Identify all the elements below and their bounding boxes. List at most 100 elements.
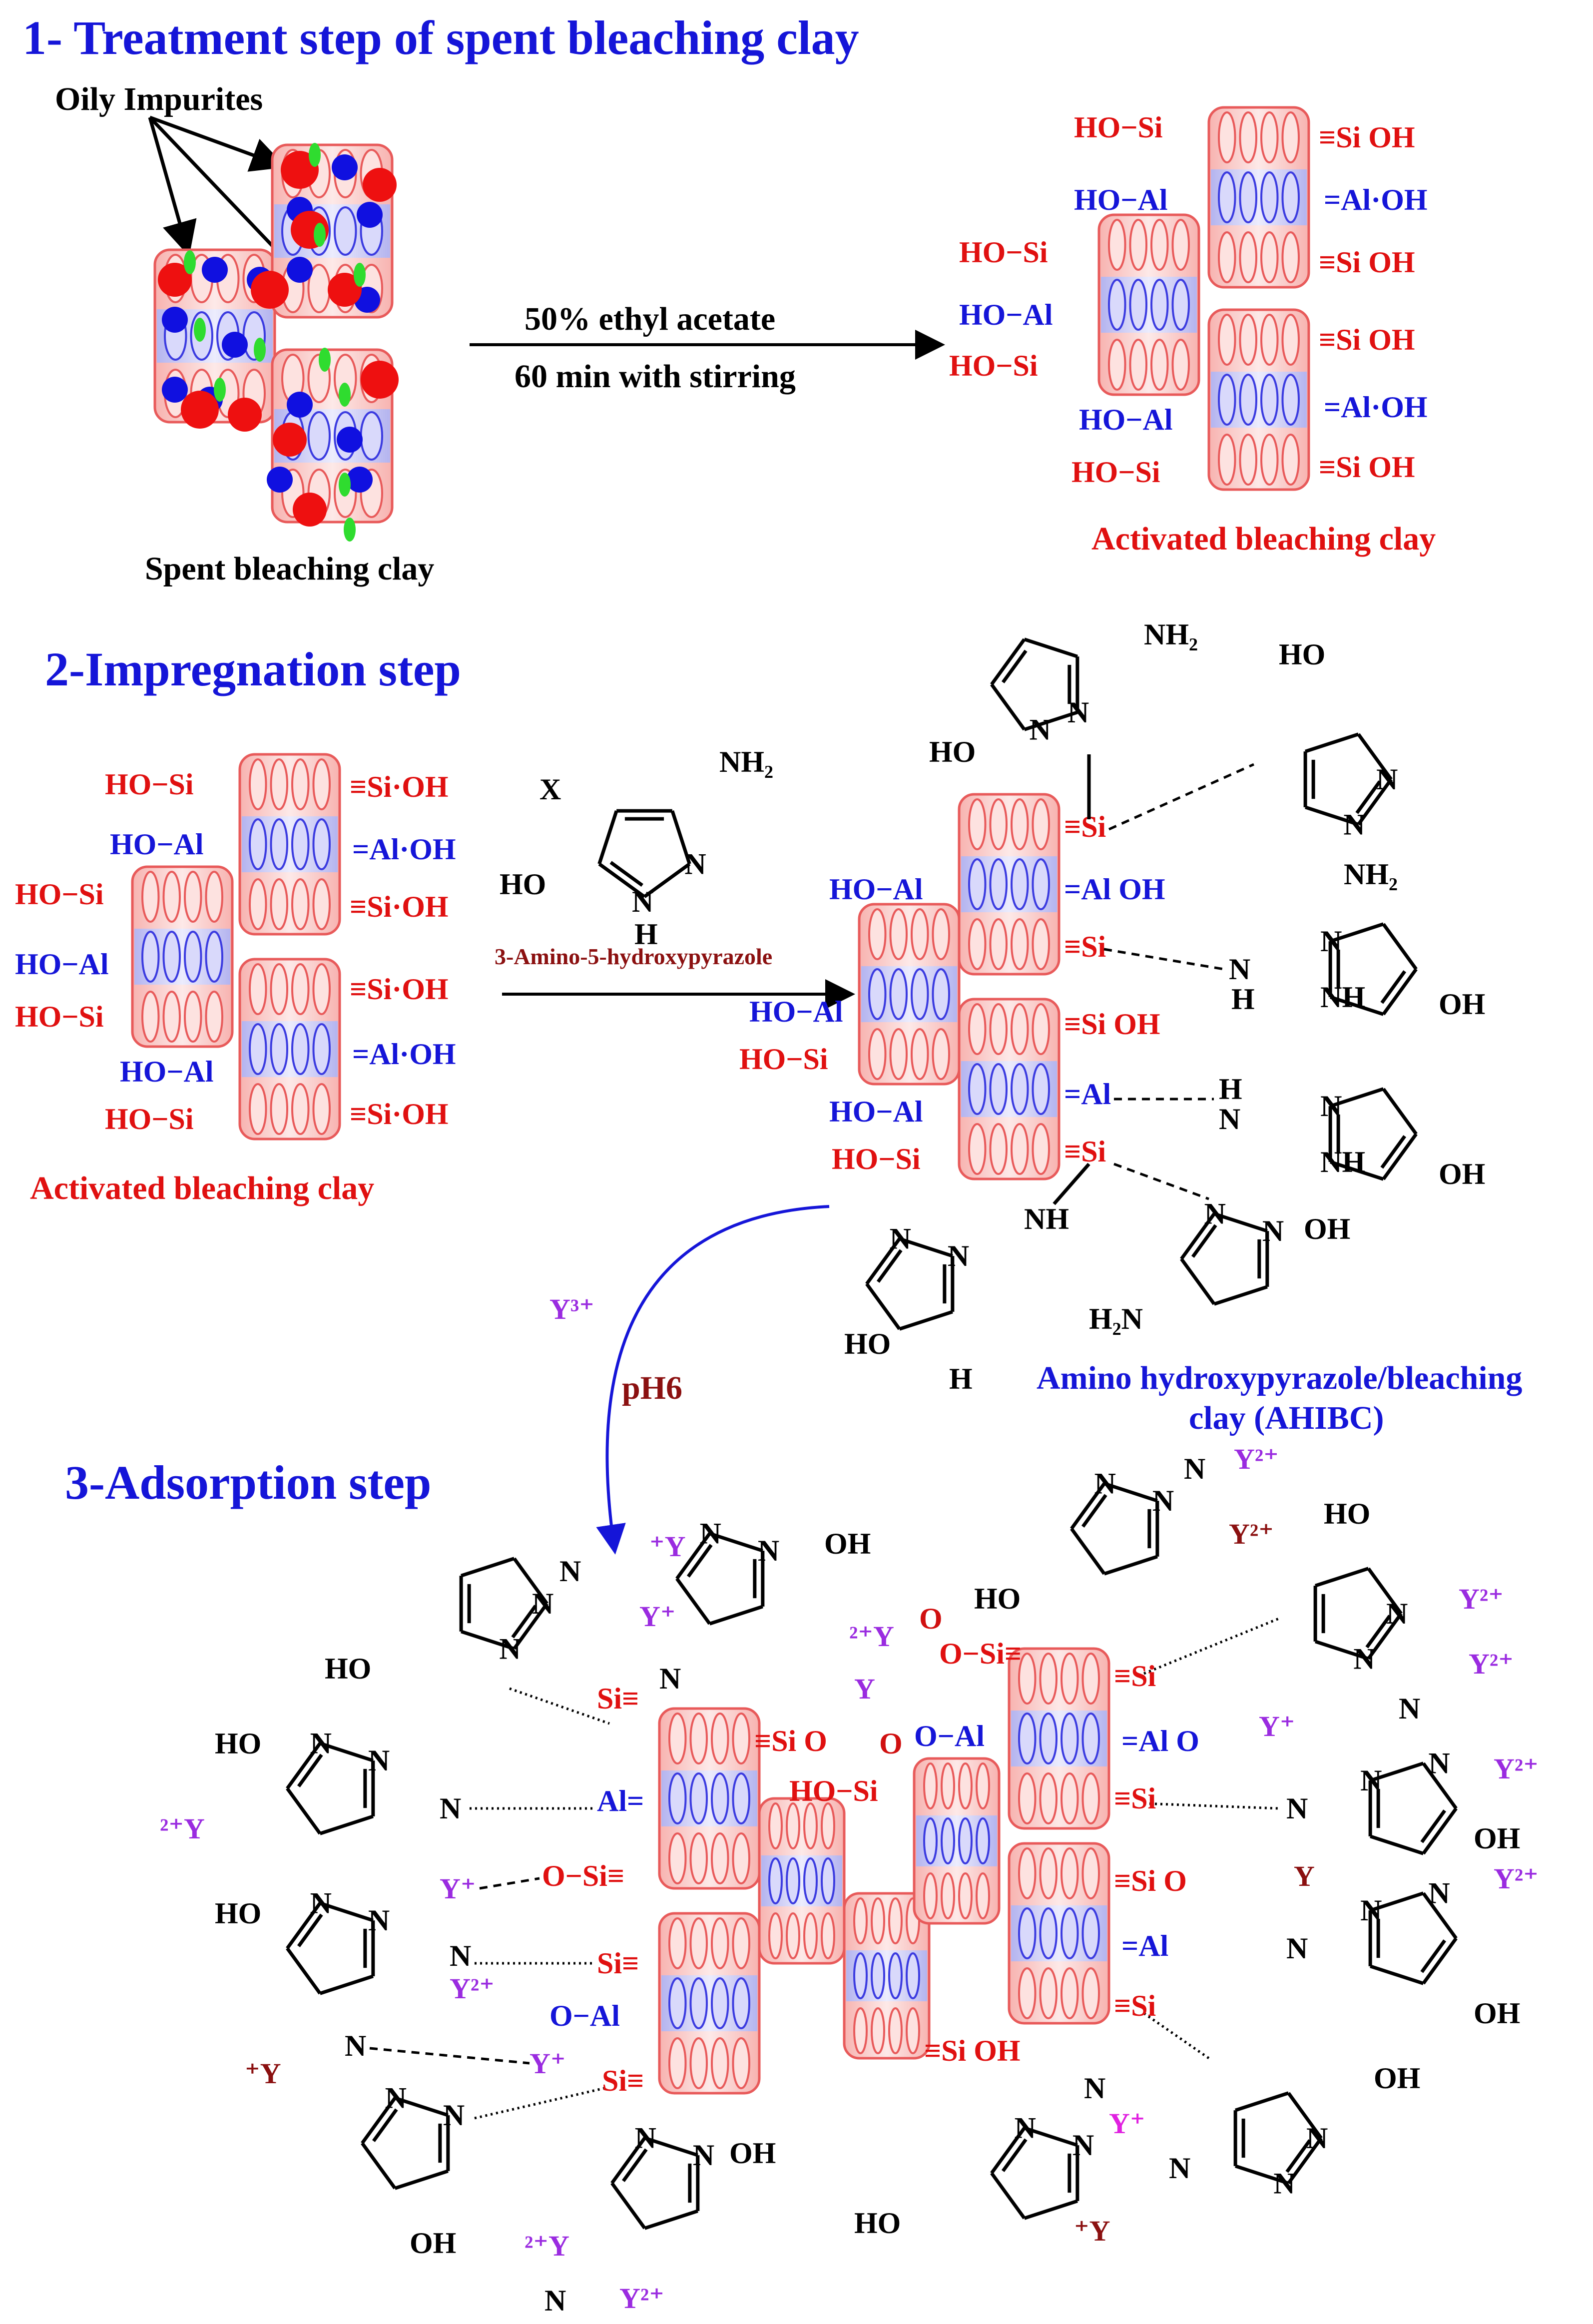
ahibc-label-line2: clay (AHIBC) <box>1189 1400 1384 1436</box>
silica-oval <box>976 1872 990 1919</box>
group-si-oh: ≡Si OH <box>1319 246 1415 279</box>
pyrazole-ring <box>286 1742 375 1835</box>
group-al: =Al <box>1121 1929 1168 1962</box>
activated-clay-structure <box>131 753 341 1141</box>
ring-bond <box>865 1237 901 1285</box>
ring-bond <box>1382 923 1418 971</box>
group-si-o: ≡Si O <box>1114 1864 1187 1897</box>
silica-oval <box>312 1083 331 1135</box>
group-ho-si: HO−Si <box>739 1043 828 1076</box>
hydroxy-group: HO <box>929 735 976 768</box>
alumina-oval <box>312 1023 331 1075</box>
silica-oval <box>1218 231 1236 283</box>
group-si: ≡Si <box>1114 1989 1156 2022</box>
ring-bond <box>1024 637 1078 658</box>
silica-oval <box>923 1762 938 1809</box>
ring-bond <box>1213 1212 1268 1233</box>
hydroxy-group: OH <box>729 2137 776 2170</box>
ring-bond <box>1330 995 1384 1016</box>
alumina-oval <box>871 1952 885 1999</box>
group-si-oh: ≡Si OH <box>1319 323 1415 356</box>
yttrium-ion: ⁺Y <box>649 1530 686 1563</box>
group-al-oh: =Al·OH <box>352 1038 456 1071</box>
yttrium-ion: ⁺Y <box>245 2057 281 2090</box>
ring-double-bond <box>1001 2138 1028 2172</box>
silica-oval <box>803 1912 818 1959</box>
silica-oval <box>968 798 987 850</box>
pyrazole-ring <box>286 1901 375 1995</box>
red-impurity <box>251 271 289 309</box>
silica-oval <box>906 2007 920 2054</box>
silica-oval <box>821 1802 835 1849</box>
group-al-oh: =Al·OH <box>1324 391 1428 424</box>
clay-block <box>1207 308 1310 491</box>
yttrium-ion: Y²⁺ <box>450 1972 495 2005</box>
group-ho-si: HO−Si <box>949 349 1038 382</box>
clay-block <box>1008 1842 1110 2025</box>
silica-oval <box>689 1713 708 1764</box>
ring-atom: N <box>1320 1090 1342 1123</box>
group-ho-al: HO−Al <box>15 948 109 981</box>
alumina-oval <box>1281 171 1300 223</box>
blue-impurity <box>332 154 358 180</box>
spent-clay-particles <box>153 143 399 542</box>
ring-atom: N <box>499 1632 521 1665</box>
yttrium-ion: Y⁺ <box>440 1872 476 1905</box>
silica-oval <box>668 2037 687 2089</box>
alumina-oval <box>1018 1907 1037 1959</box>
oily-impurities-label: Oily Impurites <box>55 81 263 117</box>
silica-oval <box>689 1917 708 1969</box>
ring-double-bond <box>609 861 643 887</box>
ring-atom: N <box>1030 713 1051 746</box>
alumina-oval <box>1260 171 1279 223</box>
ahibc-label-line1: Amino hydroxypyrazole/bleaching <box>1037 1360 1522 1396</box>
pyrazole-ring <box>1233 2091 1323 2185</box>
ring-bond <box>1357 733 1393 781</box>
silica-oval <box>868 1028 887 1080</box>
alumina-oval <box>968 1063 987 1115</box>
silica-oval <box>1011 1003 1029 1055</box>
group-o-al: O−Al <box>914 1720 985 1752</box>
pyrazole-ring <box>361 2096 450 2190</box>
green-impurity <box>339 473 351 497</box>
ligand-bond <box>1053 1162 1090 1205</box>
silica-oval <box>1171 339 1190 391</box>
impurity-arrow-1 <box>148 117 197 257</box>
ring-nitrogen: N <box>632 885 653 918</box>
green-impurity <box>339 383 351 407</box>
ring-bond <box>644 2209 698 2230</box>
silica-oval <box>162 991 181 1043</box>
condition-stirring: 60 min with stirring <box>515 358 796 395</box>
ring-bond <box>1370 1834 1424 1855</box>
yttrium-ion: Y²⁺ <box>1494 1862 1539 1895</box>
silica-oval <box>968 918 987 970</box>
amine-nitrogen: N <box>440 1792 461 1825</box>
yttrium-ion: Y²⁺ <box>1234 1443 1279 1475</box>
ring-bond <box>865 1282 901 1330</box>
alumina-oval <box>1081 1713 1100 1764</box>
silica-oval <box>291 963 310 1015</box>
blue-impurity <box>347 467 373 493</box>
oxygen: O <box>879 1727 903 1760</box>
alumina-oval <box>1011 1063 1029 1115</box>
silica-oval <box>958 1762 973 1809</box>
silica-oval <box>1081 1967 1100 2019</box>
ring-atom: N <box>1152 1484 1174 1517</box>
green-impurity <box>319 348 331 372</box>
impurity-arrow-3 <box>149 115 287 172</box>
hydroxy-group: OH <box>410 2227 456 2260</box>
green-impurity <box>214 378 226 402</box>
silica-oval <box>853 2007 868 2054</box>
ring-bond <box>513 1602 548 1650</box>
silica-oval <box>968 1123 987 1175</box>
reagent-name: 3-Amino-5-hydroxypyrazole <box>495 944 772 969</box>
alumina-oval <box>689 1977 708 2029</box>
ring-atom: N <box>635 2122 656 2155</box>
amine-hydrogen: H <box>1219 1073 1242 1106</box>
amine-nitrogen: N <box>659 1662 681 1695</box>
condition-ethyl-acetate: 50% ethyl acetate <box>525 301 775 337</box>
group-al-oh: =Al·OH <box>1324 183 1428 216</box>
clay-block <box>958 998 1061 1180</box>
coordination-bond <box>1108 763 1255 831</box>
